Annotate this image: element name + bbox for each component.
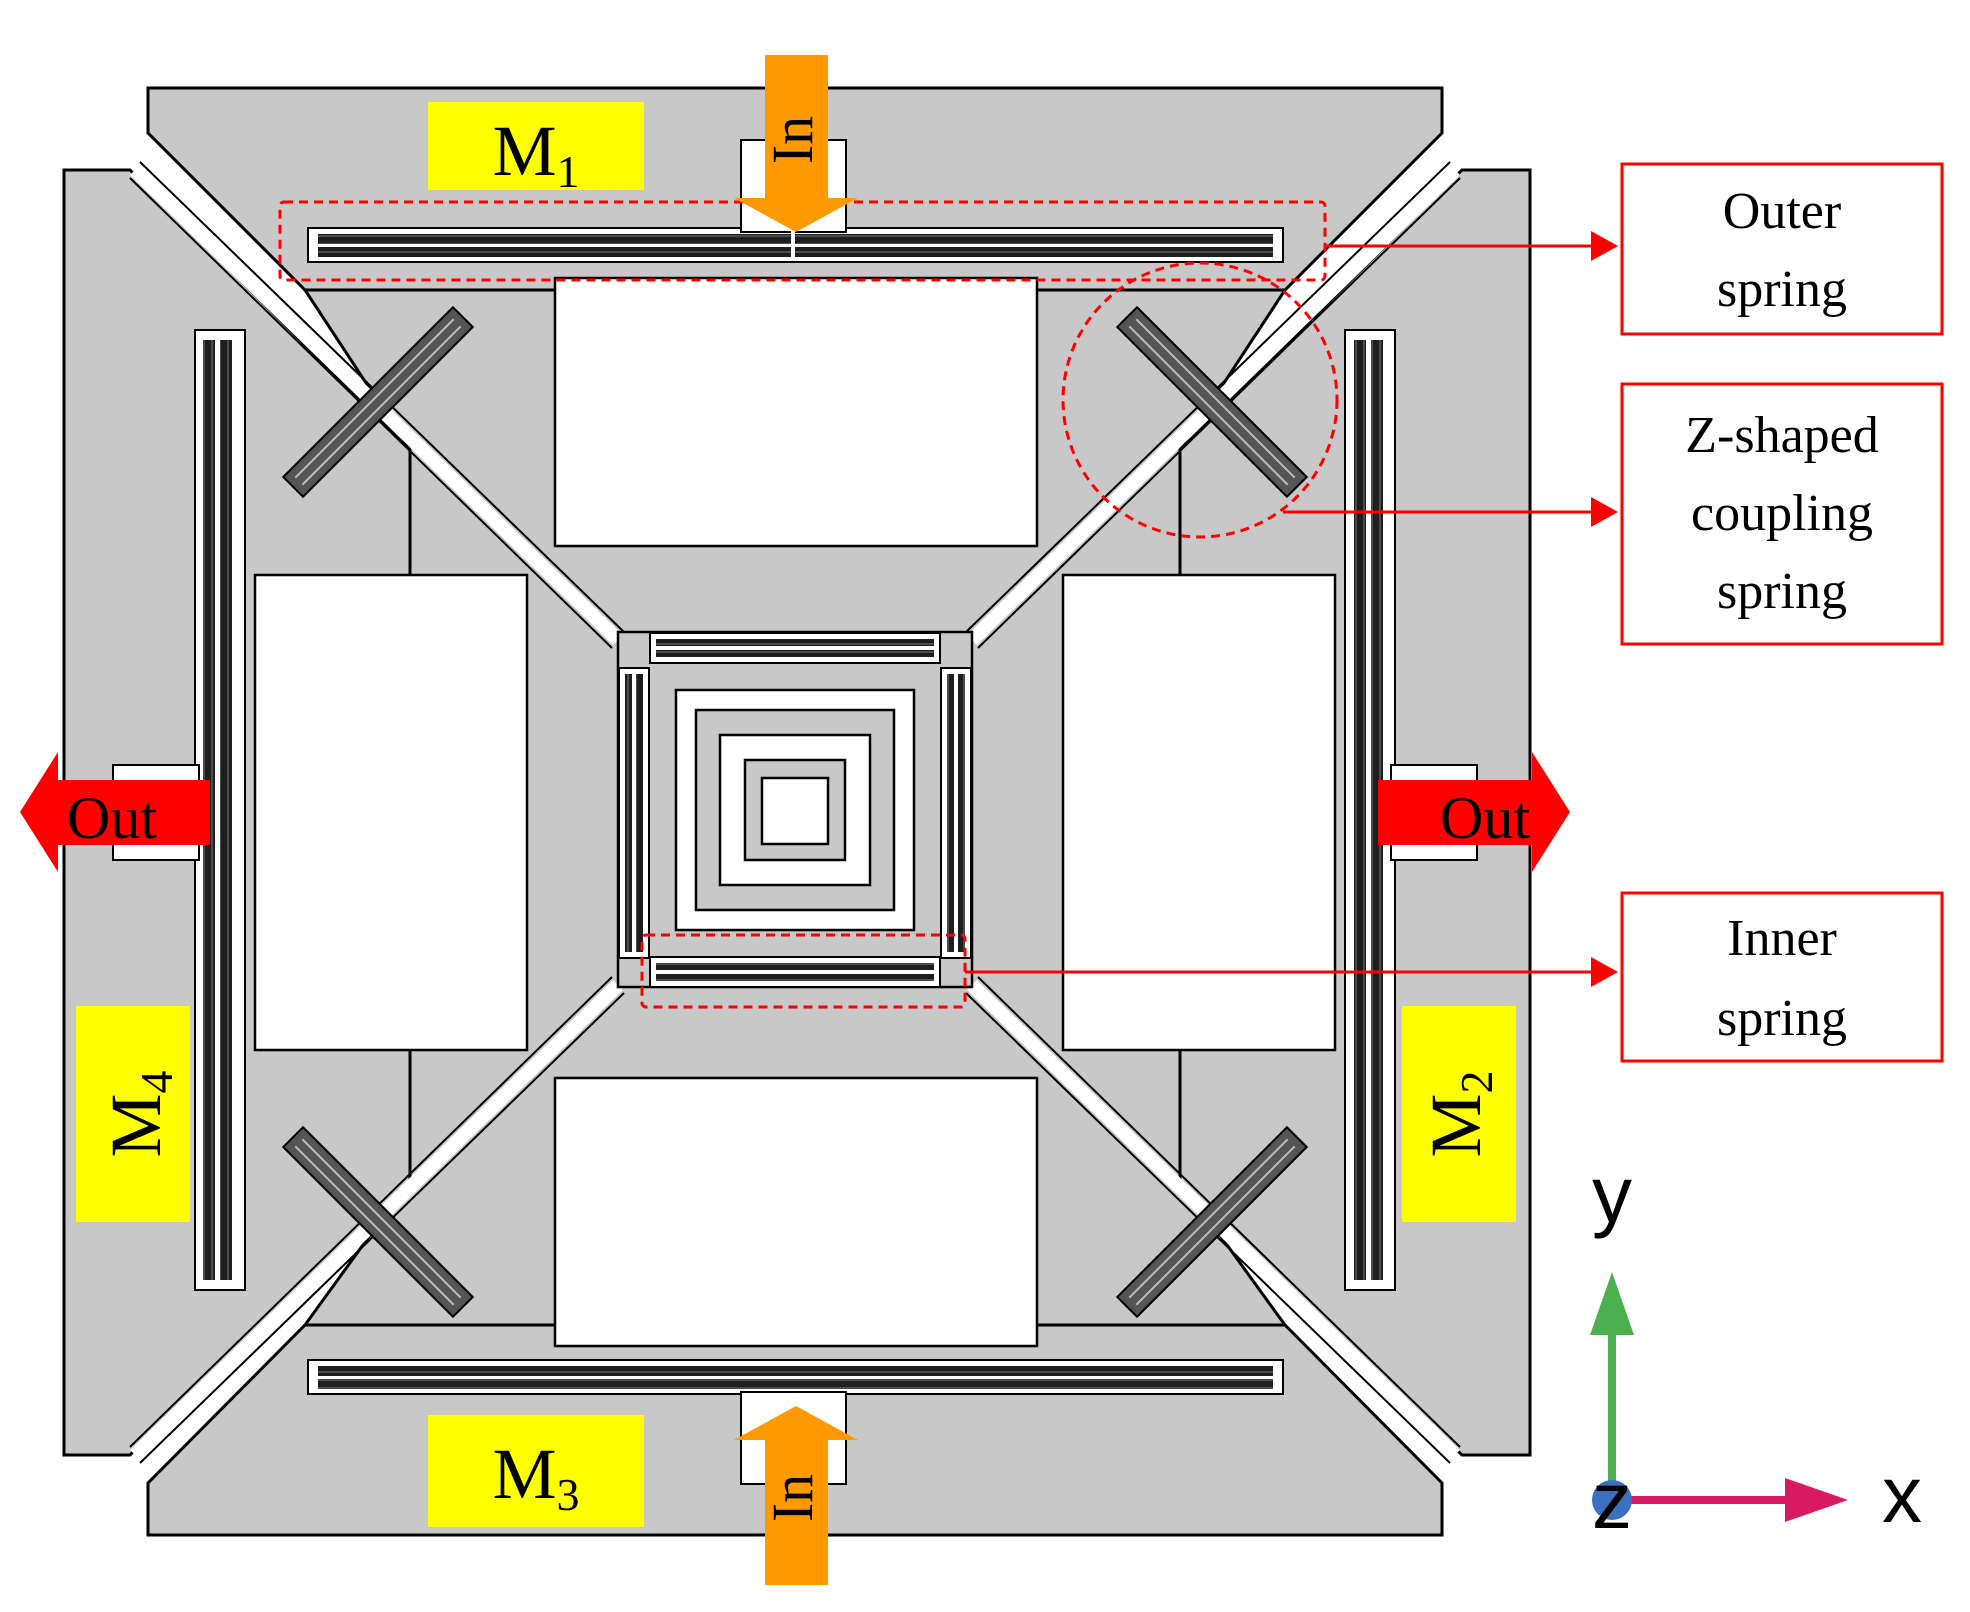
in-arrow-top: In <box>734 55 858 232</box>
coordinate-axes: y x z <box>1590 1150 1922 1545</box>
inner-spring-box <box>1620 891 1944 1063</box>
m1-sub: 1 <box>557 146 580 197</box>
m4-letter: M <box>96 1093 176 1157</box>
in-bottom-label: In <box>760 1474 825 1522</box>
z-spring-bottom-right <box>1115 1125 1309 1319</box>
m3-sub: 3 <box>557 1469 580 1520</box>
y-axis-head <box>1590 1272 1634 1335</box>
m1-letter: M <box>492 111 556 191</box>
m2-letter: M <box>1416 1093 1496 1157</box>
inner-spring-label-1: Inner <box>1727 910 1837 967</box>
out-right-label: Out <box>1440 785 1530 851</box>
svg-text:M4: M4 <box>96 1070 182 1157</box>
z-spring-label-3: spring <box>1717 563 1847 620</box>
svg-text:M3: M3 <box>492 1434 579 1520</box>
z-spring-bottom-left <box>281 1125 475 1319</box>
m3-letter: M <box>492 1434 556 1514</box>
svg-text:M1: M1 <box>492 111 579 197</box>
m2-sub: 2 <box>1451 1070 1502 1093</box>
inner-spring-label-2: spring <box>1717 990 1847 1047</box>
z-axis-dot <box>1592 1480 1632 1520</box>
callout-boxes <box>1620 162 1944 1063</box>
y-axis-label: y <box>1592 1150 1632 1239</box>
x-axis-head <box>1785 1478 1848 1522</box>
z-spring-label-2: coupling <box>1691 485 1873 542</box>
callout-text: Outer spring Z-shaped coupling spring In… <box>1685 183 1878 1047</box>
mass-label-m3: M3 <box>428 1415 644 1527</box>
out-arrow-left: Out <box>20 752 210 872</box>
mass-label-m2: M2 <box>1402 1006 1516 1222</box>
in-top-label: In <box>760 116 825 164</box>
outer-spring-box <box>1620 162 1944 336</box>
z-spring-highlight <box>1061 261 1339 539</box>
outer-spring-label-1: Outer <box>1723 183 1841 240</box>
in-arrow-bottom: In <box>734 1406 858 1585</box>
outer-spring-label-2: spring <box>1717 261 1847 318</box>
z-axis-label: z <box>1592 1456 1632 1545</box>
z-spring-top-right <box>1115 305 1309 499</box>
x-axis-label: x <box>1882 1450 1922 1539</box>
z-spring-top-left <box>281 305 475 499</box>
z-spring-box <box>1620 382 1944 646</box>
mass-label-m1: M1 <box>428 102 644 197</box>
m4-sub: 4 <box>131 1070 182 1093</box>
mass-label-m4: M4 <box>76 1006 190 1222</box>
svg-text:M2: M2 <box>1416 1070 1502 1157</box>
out-arrow-right: Out <box>1378 752 1570 872</box>
leader-lines <box>965 231 1618 987</box>
proof-mass-core <box>674 688 916 932</box>
z-spring-label-1: Z-shaped <box>1685 407 1878 464</box>
out-left-label: Out <box>67 785 157 851</box>
